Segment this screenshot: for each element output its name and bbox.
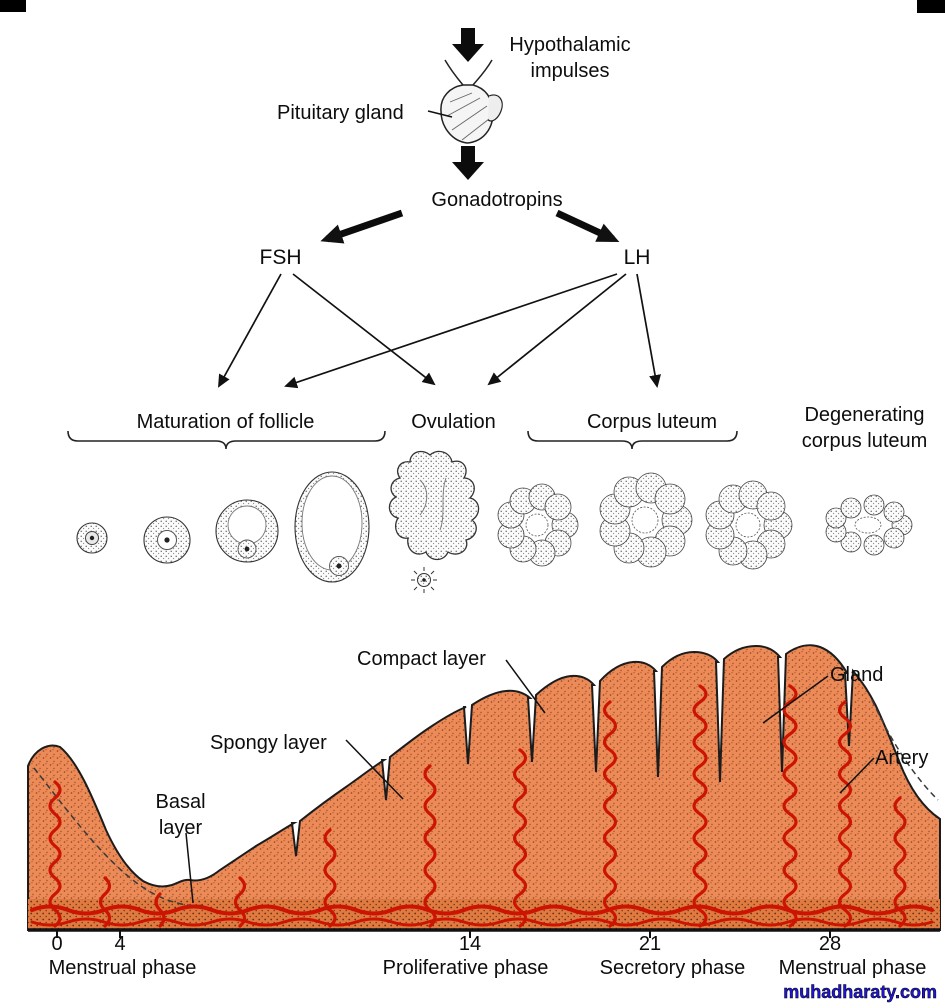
pointer-basal-layer	[185, 832, 194, 904]
scan-artifact-right	[917, 0, 945, 13]
phase-menstrual-left: Menstrual phase	[48, 957, 197, 979]
endometrium-drawing	[27, 644, 941, 938]
secondary-follicle	[215, 499, 279, 563]
graafian-follicle	[294, 471, 370, 583]
corpus-luteum-early	[497, 483, 579, 567]
label-pointer-lines	[185, 110, 875, 904]
hormone-arrows	[218, 273, 661, 389]
phase-menstrual-right: Menstrual phase	[778, 957, 927, 979]
brace-maturation	[67, 430, 386, 450]
basal-layer-label: Basal layer	[155, 791, 206, 840]
maturation-of-follicle-label: Maturation of follicle	[136, 411, 315, 433]
pointer-spongy-layer	[345, 739, 404, 800]
tick-day-4: 4	[114, 933, 126, 955]
basal-arteries	[30, 904, 934, 927]
corpus-luteum-late	[705, 480, 793, 570]
degenerating-corpus-luteum-drawing	[825, 494, 913, 556]
arrow-pituitary-down	[452, 146, 484, 180]
arrow-fsh-to-follicle	[218, 273, 282, 388]
corpus-luteum-label: Corpus luteum	[586, 411, 718, 433]
corpus-luteum-mature	[599, 472, 693, 568]
arrow-lh-to-ovulation	[487, 273, 627, 386]
shed-surface-dashed-left	[33, 767, 206, 907]
brace-corpus-luteum	[527, 430, 738, 450]
spiral-arteries	[48, 684, 907, 928]
artery-label: Artery	[875, 747, 929, 769]
phase-secretory: Secretory phase	[599, 957, 746, 979]
compact-layer-label: Compact layer	[357, 648, 486, 670]
arrow-hypothalamus-down	[452, 28, 484, 62]
arrow-gonadotropins-to-lh	[555, 209, 620, 243]
gland-label: Gland	[830, 664, 884, 686]
phase-proliferative: Proliferative phase	[382, 957, 549, 979]
arrow-gonadotropins-to-fsh	[320, 209, 404, 244]
hypothalamic-impulses-label: Hypothalamic impulses	[509, 34, 631, 83]
pituitary-gland-label: Pituitary gland	[277, 102, 404, 124]
primary-follicle	[143, 516, 191, 564]
primordial-follicle	[76, 522, 108, 554]
degenerating-corpus-luteum-label: Degenerating corpus luteum	[801, 404, 928, 453]
tick-day-14: 14	[458, 933, 482, 955]
timeline-ticks	[56, 930, 831, 938]
arrow-lh-to-follicle	[284, 273, 618, 389]
gonadotropins-label: Gonadotropins	[431, 189, 563, 211]
spongy-layer-label: Spongy layer	[210, 732, 327, 754]
pointer-gland	[762, 675, 829, 724]
arrow-lh-to-corpus-luteum	[636, 273, 661, 388]
pointer-artery	[839, 757, 875, 794]
watermark: muhadharaty.com	[783, 982, 937, 1003]
tick-day-0: 0	[51, 933, 63, 955]
pointer-pituitary	[427, 110, 453, 118]
shed-surface-dashed-right	[871, 699, 939, 801]
ovulation-label: Ovulation	[411, 411, 496, 433]
arrow-fsh-to-ovulation	[292, 273, 436, 386]
pituitary-gland-drawing	[440, 59, 503, 144]
lh-label: LH	[623, 246, 651, 269]
tick-day-21: 21	[638, 933, 662, 955]
endometrium-body	[27, 644, 941, 931]
scan-artifact-left	[0, 0, 26, 12]
fsh-label: FSH	[259, 246, 302, 269]
pointer-compact-layer	[505, 659, 546, 714]
ovulation-drawing	[388, 450, 480, 593]
tick-day-28: 28	[818, 933, 842, 955]
released-ovum	[411, 567, 437, 593]
